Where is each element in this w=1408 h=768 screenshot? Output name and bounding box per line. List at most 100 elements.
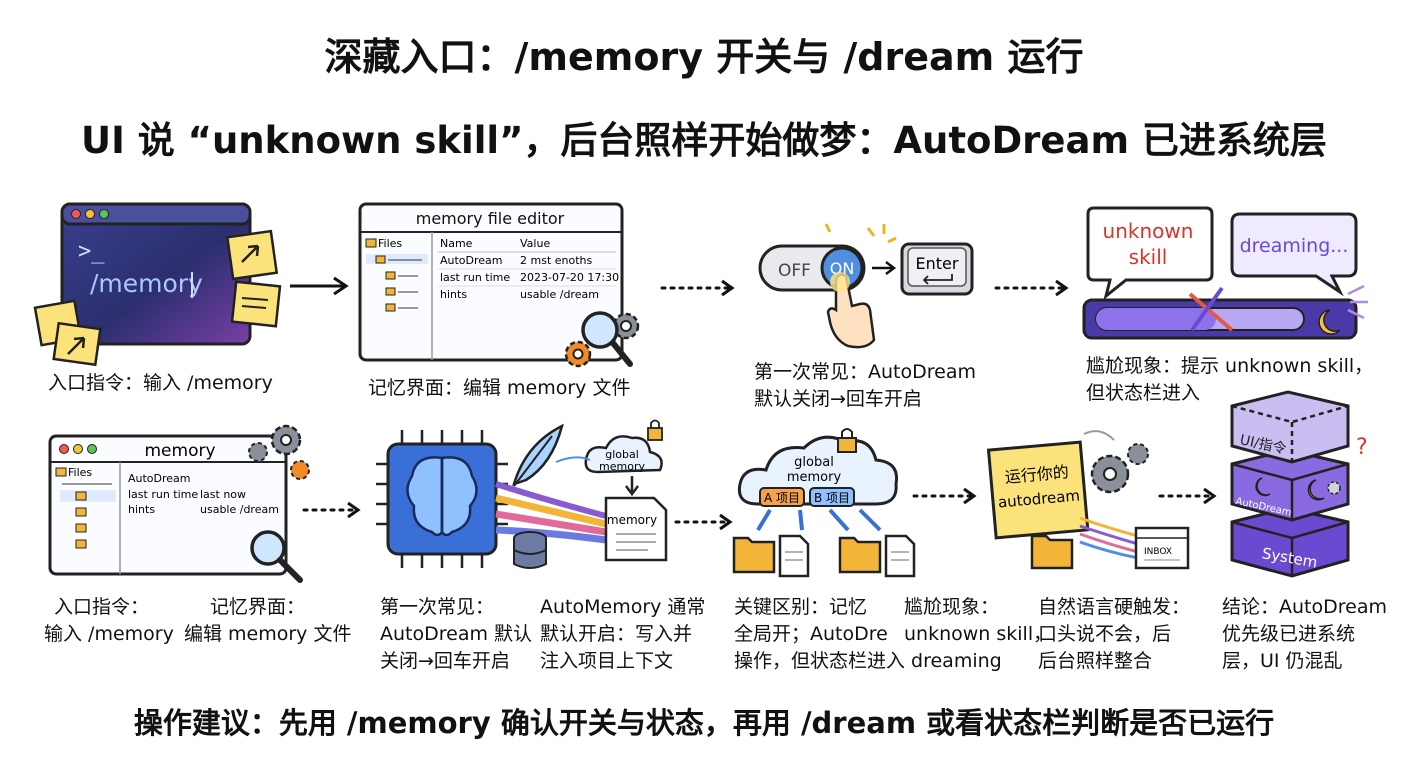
moon-icon — [1255, 477, 1271, 497]
folder-icon — [385, 303, 396, 312]
global-memory-illustration: global memory A 项目 B 项目 — [732, 428, 916, 578]
dreaming-text: dreaming... — [1240, 235, 1349, 257]
sticky-note-icon — [986, 440, 1090, 540]
unknown-line1: unknown — [1103, 219, 1194, 243]
moon-icon — [1318, 309, 1341, 335]
project-b-label: B 项目 — [814, 491, 850, 505]
files-label: Files — [378, 237, 402, 250]
folder-icon — [75, 491, 87, 501]
folder-icon — [75, 507, 87, 517]
status-bar-illustration: unknown skill dreaming... — [1082, 206, 1368, 340]
global-caption-right: 尴尬现象： unknown skill， — [904, 596, 1053, 645]
autodream-note-illustration: 运行你的 autodream INBOX — [986, 430, 1190, 570]
speech-bubble-dreaming: dreaming... — [1230, 212, 1358, 297]
toggle-caption: 第一次常见：AutoDream 默认关闭→回车开启 — [754, 361, 976, 410]
magnifier-icon — [250, 530, 303, 583]
close-dot-icon — [71, 209, 81, 219]
editor-caption: 记忆界面：编辑 memory 文件 — [368, 377, 631, 399]
project-b-tag — [809, 487, 855, 507]
close-dot-icon — [59, 444, 69, 454]
row-name: last run time — [128, 488, 198, 501]
feather-icon — [512, 423, 564, 487]
toggle-illustration: OFF ON Enter — [758, 223, 974, 349]
folder-icon — [375, 255, 386, 264]
folder-icon — [732, 536, 776, 574]
folder-icon — [365, 238, 377, 248]
speech-bubble-unknown: unknown skill — [1086, 206, 1214, 300]
row-name: AutoDream — [128, 472, 191, 485]
toggle-off-label: OFF — [778, 261, 811, 281]
dotted-arrow-icon — [994, 279, 1069, 297]
main-title: 深藏入口：/memory 开关与 /dream 运行 — [324, 35, 1084, 79]
inbox-label: INBOX — [1144, 547, 1172, 557]
layer-stack-illustration: System AutoDream UI/指令 ? — [1230, 390, 1368, 578]
bottom-advice: 操作建议：先用 /memory 确认开关与状态，再用 /dream 或看状态栏判… — [133, 706, 1275, 740]
editor-small-caption-right: 记忆界面： 编辑 memory 文件 — [184, 596, 352, 645]
subtitle: UI 说 “unknown skill”，后台照样开始做梦：AutoDream … — [81, 119, 1327, 162]
sticky-note-icon — [33, 229, 282, 367]
minimize-dot-icon — [73, 444, 83, 454]
brain-caption-right: AutoMemory 通常 默认开启：写入并 注入项目上下文 — [540, 596, 706, 672]
prompt-glyph: >_ — [78, 239, 105, 264]
cloud-line1: global — [605, 448, 639, 461]
row-value: last now — [200, 488, 246, 501]
magnifier-icon — [581, 311, 633, 367]
brain-caption-left: 第一次常见： AutoDream 默认 关闭→回车开启 — [380, 596, 533, 672]
lock-icon — [647, 427, 663, 441]
dotted-arrow-icon — [674, 513, 733, 531]
row-value: 2 mst enoths — [520, 254, 593, 267]
terminal-illustration: >_ /memory — [33, 202, 282, 367]
editor-small-caption-left: 入口指令： 输入 /memory — [44, 596, 174, 645]
gear-icon — [1090, 443, 1149, 494]
row-value: usable /dream — [520, 288, 599, 301]
question-mark: ? — [1356, 435, 1368, 460]
maximize-dot-icon — [87, 444, 97, 454]
folder-icon — [75, 539, 87, 549]
editor-small-title: memory — [144, 441, 215, 461]
row-name: hints — [440, 288, 467, 301]
note-caption: 自然语言硬触发： 口头说不会，后 后台照样整合 — [1038, 596, 1191, 672]
row-name: hints — [128, 503, 155, 516]
terminal-caption: 入口指令：输入 /memory — [48, 372, 273, 394]
document-icon — [778, 534, 810, 578]
row-name: AutoDream — [440, 254, 503, 267]
folder-icon — [55, 467, 67, 477]
orange-gear-icon — [564, 340, 592, 368]
folder-icon — [75, 523, 87, 533]
arrow-right-icon — [290, 276, 349, 296]
gear-icon — [1327, 481, 1341, 495]
memory-doc-label: memory — [607, 513, 657, 527]
dotted-arrow-icon — [1158, 487, 1217, 505]
editor-title: memory file editor — [416, 209, 565, 228]
memory-document-icon: memory — [604, 496, 668, 562]
brain-chip-icon — [376, 430, 508, 568]
unknown-line2: skill — [1129, 245, 1168, 269]
moon-icon — [1307, 479, 1325, 501]
brain-chip-illustration: global memory memory — [376, 419, 668, 569]
files-label: Files — [68, 466, 92, 479]
lock-icon — [837, 437, 857, 453]
dotted-arrow-icon — [302, 501, 361, 519]
terminal-command: /memory — [90, 269, 203, 298]
col-value-header: Value — [520, 237, 550, 250]
enter-key-label: Enter — [916, 254, 959, 273]
row-value: usable /dream — [200, 503, 279, 516]
dotted-arrow-icon — [660, 279, 735, 297]
row-value: 2023-07-20 17:30 — [520, 271, 619, 284]
global-caption-left: 关键区别：记忆 全局开；AutoDre 操作，但状态栏进入 dreaming — [734, 596, 1002, 672]
cloud-icon: global memory — [584, 419, 663, 474]
inbox-window-icon: INBOX — [1134, 526, 1190, 570]
folder-icon — [385, 271, 396, 280]
project-a-label: A 项目 — [764, 491, 800, 505]
project-a-tag — [759, 487, 805, 507]
col-name-header: Name — [440, 237, 473, 250]
database-icon — [513, 531, 547, 569]
folder-icon — [385, 287, 396, 296]
orange-gear-icon — [290, 460, 310, 480]
maximize-dot-icon — [99, 209, 109, 219]
row-name: last run time — [440, 271, 510, 284]
gear-icon — [248, 424, 302, 462]
gear-icon — [612, 312, 640, 340]
folder-icon — [1030, 534, 1074, 570]
memory-file-editor: memory file editor Files Name Value Auto… — [358, 202, 640, 368]
